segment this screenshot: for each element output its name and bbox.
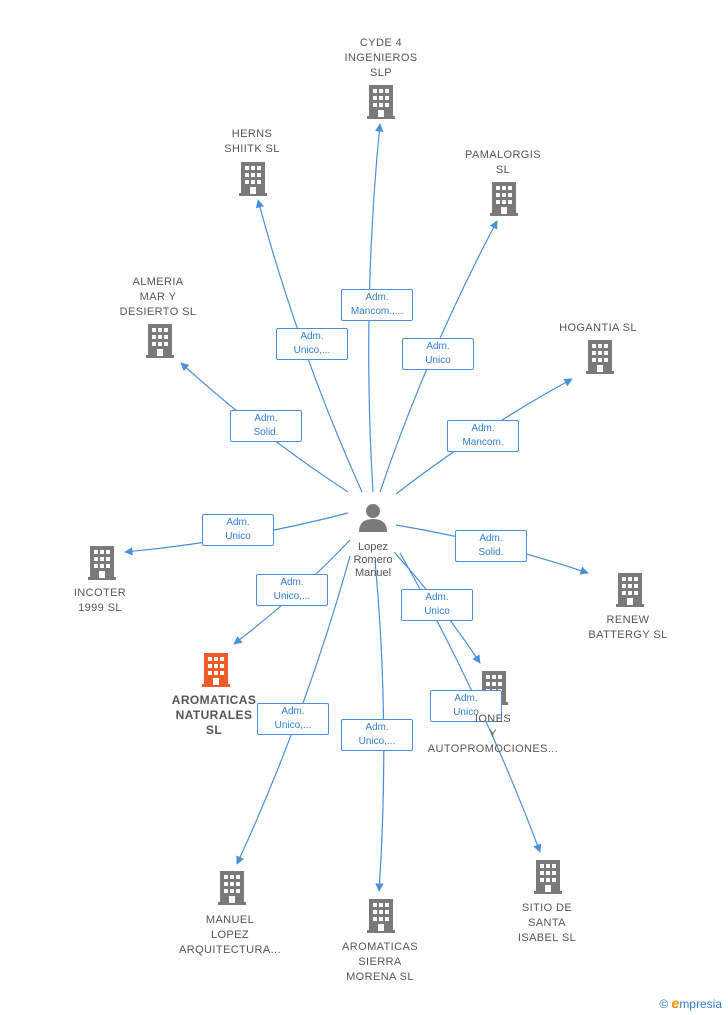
edge-label-aromaticas[interactable]: Adm. Unico,... (256, 574, 328, 606)
building-icon[interactable] (367, 899, 395, 933)
company-label-cyde[interactable]: CYDE 4 INGENIEROS SLP (344, 37, 418, 79)
company-label-sierra[interactable]: AROMATICAS SIERRA MORENA SL (342, 941, 418, 983)
company-label-hogantia[interactable]: HOGANTIA SL (559, 322, 637, 334)
building-icon[interactable] (367, 85, 395, 119)
company-label-herns[interactable]: HERNS SHIITK SL (224, 128, 280, 155)
edge-label-renew[interactable]: Adm. Solid. (455, 530, 527, 562)
edge-label-cyde[interactable]: Adm. Mancom.,... (341, 289, 413, 321)
edge-label-hogantia[interactable]: Adm. Mancom. (447, 420, 519, 452)
building-icon[interactable] (534, 860, 562, 894)
edge-label-pamalorgis[interactable]: Adm. Unico (402, 338, 474, 370)
edge-label-herns[interactable]: Adm. Unico,... (276, 328, 348, 360)
building-icon[interactable] (202, 653, 230, 687)
copyright-mark: © (659, 997, 669, 1011)
company-label-aromaticas[interactable]: AROMATICAS NATURALES SL (171, 693, 257, 737)
company-label-almeria[interactable]: ALMERIA MAR Y DESIERTO SL (119, 276, 197, 318)
building-icon[interactable] (490, 182, 518, 216)
company-label-manuel[interactable]: MANUEL LOPEZ ARQUITECTURA... (179, 914, 281, 956)
edge-label-iones[interactable]: Adm. Unico (401, 589, 473, 621)
brand-logo-text: mpresia (679, 997, 722, 1011)
building-icon[interactable] (146, 324, 174, 358)
edge-label-incoter[interactable]: Adm. Unico (202, 514, 274, 546)
edge-label-sitio[interactable]: Adm. Unico (430, 690, 502, 722)
building-icon[interactable] (218, 871, 246, 905)
company-label-sitio[interactable]: SITIO DE SANTA ISABEL SL (517, 902, 577, 944)
person-icon[interactable] (359, 504, 387, 532)
edge-label-almeria[interactable]: Adm. Solid. (230, 410, 302, 442)
brand-logo-initial: e (671, 995, 680, 1011)
building-icon[interactable] (616, 573, 644, 607)
company-label-incoter[interactable]: INCOTER 1999 SL (73, 587, 127, 614)
edge-label-sierra[interactable]: Adm. Unico,... (341, 719, 413, 751)
edge-label-manuel[interactable]: Adm. Unico,... (257, 703, 329, 735)
building-icon[interactable] (88, 546, 116, 580)
company-label-iones[interactable]: IONES Y AUTOPROMOCIONES... (427, 713, 559, 755)
brand-footer: © empresia (659, 995, 722, 1011)
company-label-renew[interactable]: RENEW BATTERGY SL (588, 614, 668, 641)
building-icon[interactable] (239, 162, 267, 196)
center-person-label[interactable]: Lopez Romero Manuel (353, 541, 393, 579)
company-label-pamalorgis[interactable]: PAMALORGIS SL (465, 149, 541, 176)
building-icon[interactable] (586, 340, 614, 374)
